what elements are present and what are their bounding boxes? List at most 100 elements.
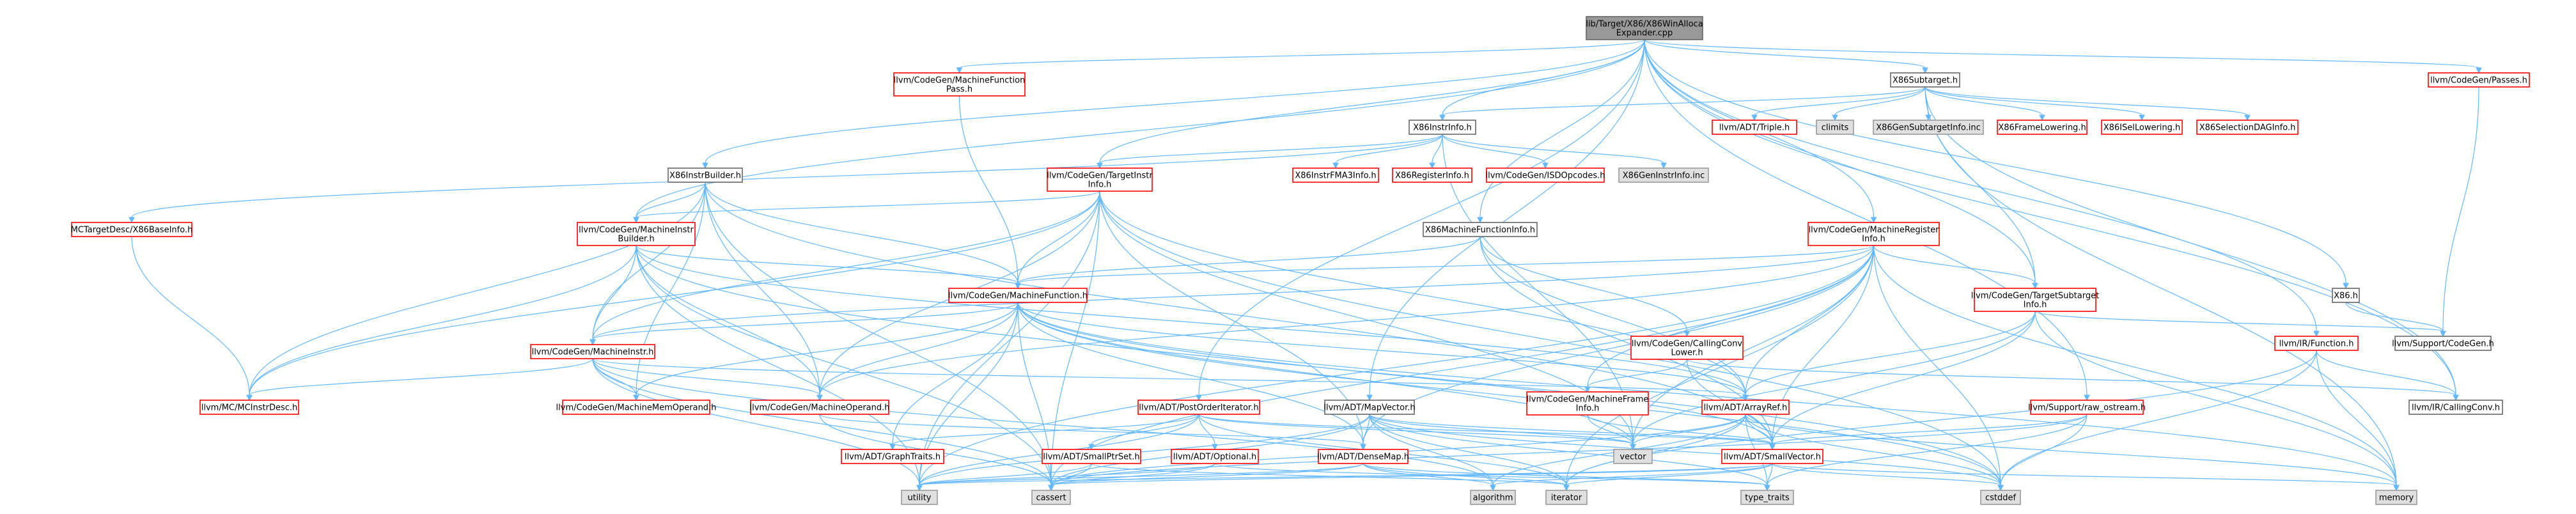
edge-root-to-mapVector [1366,39,1645,401]
edge-x86instrinfo-to-genInstrInfo [1442,134,1667,169]
node-smallPtrSet[interactable]: llvm/ADT/SmallPtrSet.h [1042,449,1141,464]
node-label: cassert [1036,494,1066,503]
edge-root-to-mInstrBuilder [633,39,1645,224]
node-box [948,288,1088,303]
node-machineFunction[interactable]: llvm/CodeGen/MachineFunction.h [948,288,1088,303]
node-mOperand[interactable]: llvm/CodeGen/MachineOperand.h [749,400,890,415]
node-box [1712,120,1797,135]
node-x86subtarget[interactable]: X86Subtarget.h [1890,72,1960,88]
node-algorithm[interactable]: algorithm [1470,490,1516,505]
edge-smallVector-to-iterator [1563,463,1773,492]
edge-root-to-mfpass [956,39,1645,74]
node-optional[interactable]: llvm/ADT/Optional.h [1171,449,1259,464]
node-arrayRef[interactable]: llvm/ADT/ArrayRef.h [1701,400,1790,415]
node-machineInstr[interactable]: llvm/CodeGen/MachineInstr.h [530,344,655,359]
node-mcInstrDesc[interactable]: llvm/MC/MCInstrDesc.h [199,400,299,415]
node-box [562,400,710,415]
node-typeTraits[interactable]: type_traits [1740,490,1794,505]
node-cstddef[interactable]: cstddef [1980,490,2021,505]
node-fma3[interactable]: X86InstrFMA3Info.h [1292,167,1379,183]
node-postOrder[interactable]: llvm/ADT/PostOrderIterator.h [1137,400,1260,415]
node-memory[interactable]: memory [2375,490,2417,505]
node-irFunction[interactable]: llvm/IR/Function.h [2274,336,2359,351]
node-label: llvm/IR/CallingConv.h [2412,403,2500,413]
edge-x86MFInfo-to-ccLower [1479,236,1690,338]
node-box [199,400,299,415]
node-triple[interactable]: llvm/ADT/Triple.h [1712,120,1797,135]
node-irCallingConv[interactable]: llvm/IR/CallingConv.h [2408,400,2503,415]
node-passes[interactable]: llvm/CodeGen/Passes.h [2428,72,2530,88]
node-mapVector[interactable]: llvm/ADT/MapVector.h [1323,400,1416,415]
node-label: llvm/CodeGen/TargetSubtarget [1971,292,2099,301]
node-x86MFInfo[interactable]: X86MachineFunctionInfo.h [1423,222,1538,237]
edge-irFunction-to-irCallingConv [2316,350,2459,401]
node-graphTraits[interactable]: llvm/ADT/GraphTraits.h [841,449,944,464]
edge-mRegInfo-to-arrayRef [1742,245,1875,401]
node-supportCodeGen[interactable]: llvm/Support/CodeGen.h [2392,336,2494,351]
edge-irFunction-to-cstddef [1997,350,2317,492]
node-box [1526,391,1649,416]
node-label: lib/Target/X86/X86WinAlloca [1586,20,1703,29]
node-label: llvm/ADT/GraphTraits.h [845,453,941,462]
node-box [1047,167,1153,192]
node-label: X86InstrFMA3Info.h [1295,171,1376,181]
edge-x86instrinfo-to-mcBaseInfo [129,134,1443,224]
edge-root-to-x86instrinfo [1439,39,1645,121]
node-box [1974,288,2096,312]
node-genInstrInfo[interactable]: X86GenInstrInfo.inc [1618,167,1709,183]
node-cassert[interactable]: cassert [1031,490,1071,505]
node-label: type_traits [1745,494,1790,503]
node-selDAG[interactable]: X86SelectionDAGInfo.h [2196,120,2299,135]
node-memOperand[interactable]: llvm/CodeGen/MachineMemOperand.h [556,400,717,415]
edge-rawOstream-to-smallVector [1769,414,2088,451]
node-label: X86.h [2334,292,2358,301]
node-iterator[interactable]: iterator [1545,490,1588,505]
edge-x86subtarget-to-frameLowering [1924,86,2045,121]
node-box [1740,490,1794,505]
node-box [2196,120,2299,135]
node-x86h[interactable]: X86.h [2332,288,2360,303]
node-label: llvm/CodeGen/Passes.h [2430,76,2527,86]
edge-irFunction-to-iterator [1563,350,2317,492]
node-box [1873,120,1984,135]
node-denseMap[interactable]: llvm/ADT/DenseMap.h [1317,449,1409,464]
node-rawOstream[interactable]: llvm/Support/raw_ostream.h [2028,400,2146,415]
edge-mInstrBuilder-to-mcInstrDesc [246,245,637,401]
edge-x86instrinfo-to-fma3 [1332,134,1443,169]
node-vector[interactable]: vector [1613,449,1653,464]
node-box [2332,288,2360,303]
node-genSubtarget[interactable]: X86GenSubtargetInfo.inc [1873,120,1984,135]
node-label: X86Subtarget.h [1893,76,1958,86]
node-x86instrinfo[interactable]: X86InstrInfo.h [1409,120,1476,135]
node-mcBaseInfo[interactable]: MCTargetDesc/X86BaseInfo.h [71,222,193,237]
node-iselLowering[interactable]: X86ISelLowering.h [2101,120,2183,135]
edge-smallPtrSet-to-utility [916,463,1092,492]
node-box [1586,16,1703,40]
node-label: llvm/CodeGen/MachineFunction.h [948,292,1088,301]
node-climits[interactable]: climits [1816,120,1854,135]
edge-smallVector-to-utility [916,463,1773,492]
node-label: Lower.h [1671,348,1703,358]
edge-x86subtarget-to-selDAG [1924,86,2251,121]
node-isdOpcodes[interactable]: llvm/CodeGen/ISDOpcodes.h [1485,167,1605,183]
edge-smallVector-to-memory [1772,463,2400,492]
node-registerInfo[interactable]: X86RegisterInfo.h [1392,167,1472,183]
node-label: MCTargetDesc/X86BaseInfo.h [71,226,193,235]
node-instrBuilderX86[interactable]: X86InstrBuilder.h [667,167,743,183]
node-frameLowering[interactable]: X86FrameLowering.h [1997,120,2088,135]
node-box [1292,167,1379,183]
edge-machineFunction-to-memOperand [633,302,1019,401]
node-label: llvm/MC/MCInstrDesc.h [201,403,298,413]
graph-nodes: lib/Target/X86/X86WinAllocaExpander.cppl… [71,16,2530,505]
node-utility[interactable]: utility [901,490,938,505]
node-smallVector[interactable]: llvm/ADT/SmallVector.h [1721,449,1823,464]
node-label: X86SelectionDAGInfo.h [2199,123,2296,133]
